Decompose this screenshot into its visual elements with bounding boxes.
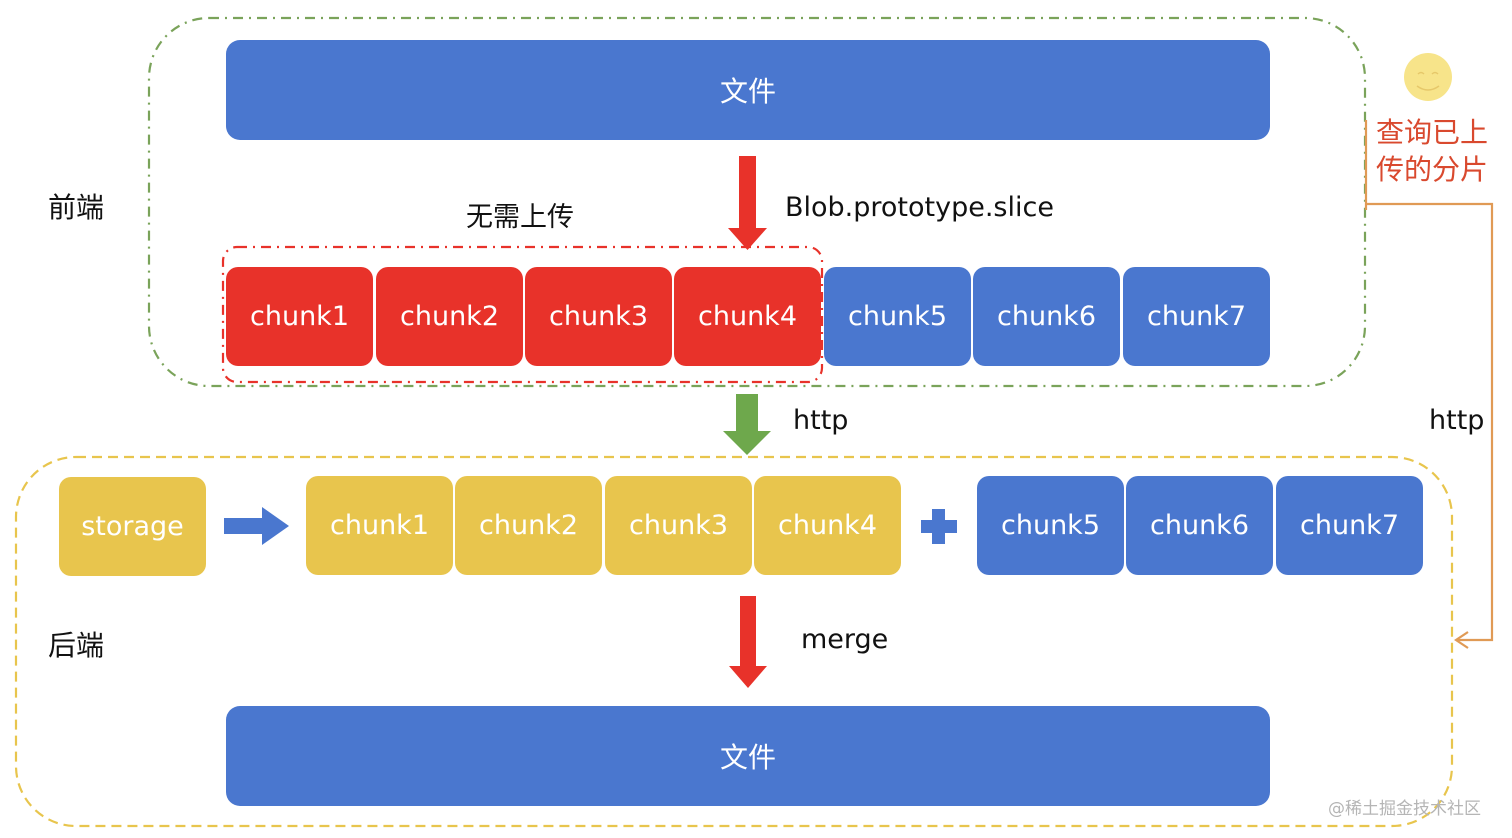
frontend-group-border: [147, 16, 1367, 388]
no-upload-group-border: [221, 245, 824, 384]
stored-chunk-2: chunk2: [455, 476, 602, 575]
frontend-chunk-2: chunk2: [376, 267, 523, 366]
frontend-chunk-4: chunk4: [674, 267, 821, 366]
slice-label: Blob.prototype.slice: [785, 192, 1054, 223]
query-note-line2: 传的分片: [1376, 153, 1489, 186]
new-chunk-7: chunk7: [1276, 476, 1423, 575]
new-chunk-6: chunk6: [1126, 476, 1273, 575]
stored-chunk-3: chunk3: [605, 476, 752, 575]
frontend-chunk-5: chunk5: [824, 267, 971, 366]
merge-label: merge: [801, 624, 889, 655]
smiley-icon: [1404, 53, 1452, 101]
backend-file-bar: 文件: [226, 706, 1270, 806]
backend-label: 后端: [48, 629, 105, 662]
slice-arrow: [728, 156, 767, 250]
frontend-chunk-1: chunk1: [226, 267, 373, 366]
stored-chunk-1: chunk1: [306, 476, 453, 575]
frontend-chunk-3: chunk3: [525, 267, 672, 366]
storage-arrow: [224, 507, 289, 545]
query-path-arrow: [1364, 120, 1494, 649]
backend-group-border: [14, 455, 1454, 828]
query-note-line1: 查询已上: [1376, 116, 1489, 149]
frontend-chunk-7: chunk7: [1123, 267, 1270, 366]
no-upload-label: 无需上传: [466, 202, 574, 233]
frontend-file-bar: 文件: [226, 40, 1270, 140]
new-chunk-5: chunk5: [977, 476, 1124, 575]
frontend-label: 前端: [48, 191, 105, 224]
merge-arrow: [729, 596, 767, 688]
plus-icon: [921, 509, 957, 544]
watermark: @稀土掘金技术社区: [1328, 799, 1481, 819]
storage-box: storage: [59, 477, 206, 576]
stored-chunk-4: chunk4: [754, 476, 901, 575]
upload-http-label: http: [793, 405, 849, 436]
query-http-label: http: [1429, 405, 1485, 436]
frontend-chunk-6: chunk6: [973, 267, 1120, 366]
http-upload-arrow: [723, 394, 771, 455]
